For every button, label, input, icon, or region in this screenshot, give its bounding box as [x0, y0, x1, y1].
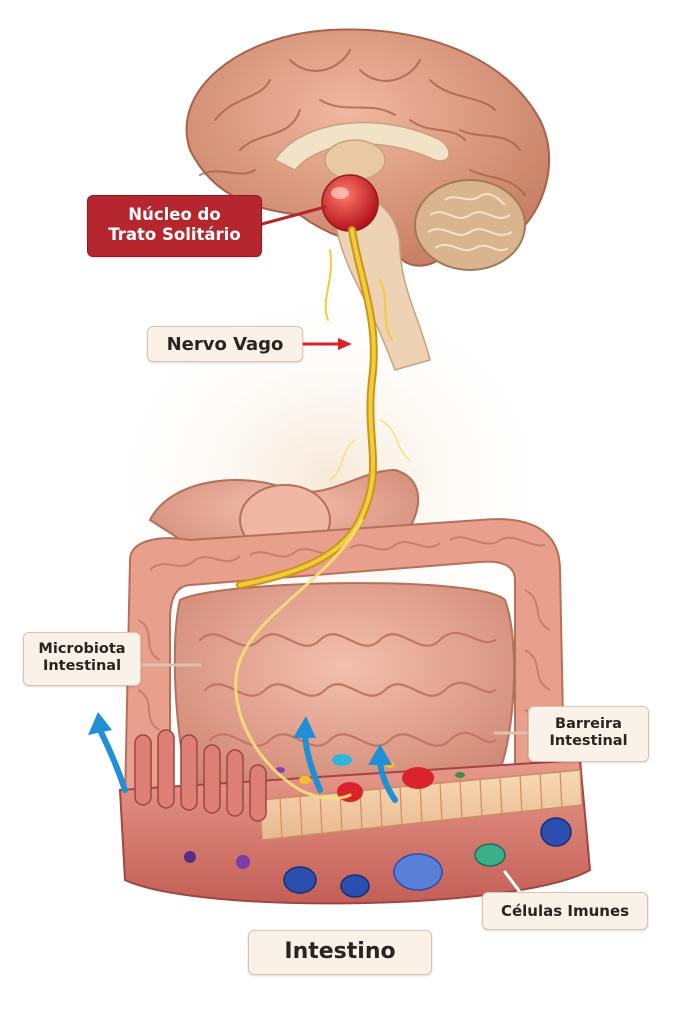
label-nucleus-line1: Núcleo do [128, 205, 221, 224]
arrow-right-icon [301, 338, 352, 350]
label-microbiota-line2: Intestinal [42, 658, 122, 675]
signal-arrows [88, 712, 398, 803]
intestinal-villi [134, 729, 267, 822]
label-barrier-line2: Intestinal [549, 733, 628, 750]
label-nucleus-line2: Trato Solitário [108, 224, 241, 244]
label-intestine-text: Intestino [284, 939, 396, 964]
label-microbiota-line1: Microbiota [38, 641, 126, 657]
tissue-cross-section [118, 729, 592, 905]
leader-lines [139, 205, 530, 894]
label-microbiota: Microbiota Intestinal [23, 632, 141, 686]
arrow-up-icon [368, 744, 398, 803]
vagus-nerve [234, 226, 411, 800]
cerebellum [414, 179, 526, 271]
label-immune-cells: Células Imunes [482, 892, 648, 930]
label-intestine: Intestino [248, 930, 432, 975]
label-nucleus-tractus-solitarius: Núcleo do Trato Solitário [87, 195, 262, 257]
arrow-up-icon [88, 712, 128, 793]
label-barrier-line1: Barreira [555, 716, 622, 732]
arrow-up-icon [293, 716, 323, 793]
nucleus-marker [321, 174, 379, 232]
brain [185, 28, 551, 371]
label-vagus-text: Nervo Vago [166, 334, 284, 355]
immune-cells [184, 817, 572, 898]
label-vagus-nerve: Nervo Vago [147, 326, 303, 362]
label-immune-text: Células Imunes [500, 902, 630, 920]
label-intestinal-barrier: Barreira Intestinal [528, 706, 649, 762]
